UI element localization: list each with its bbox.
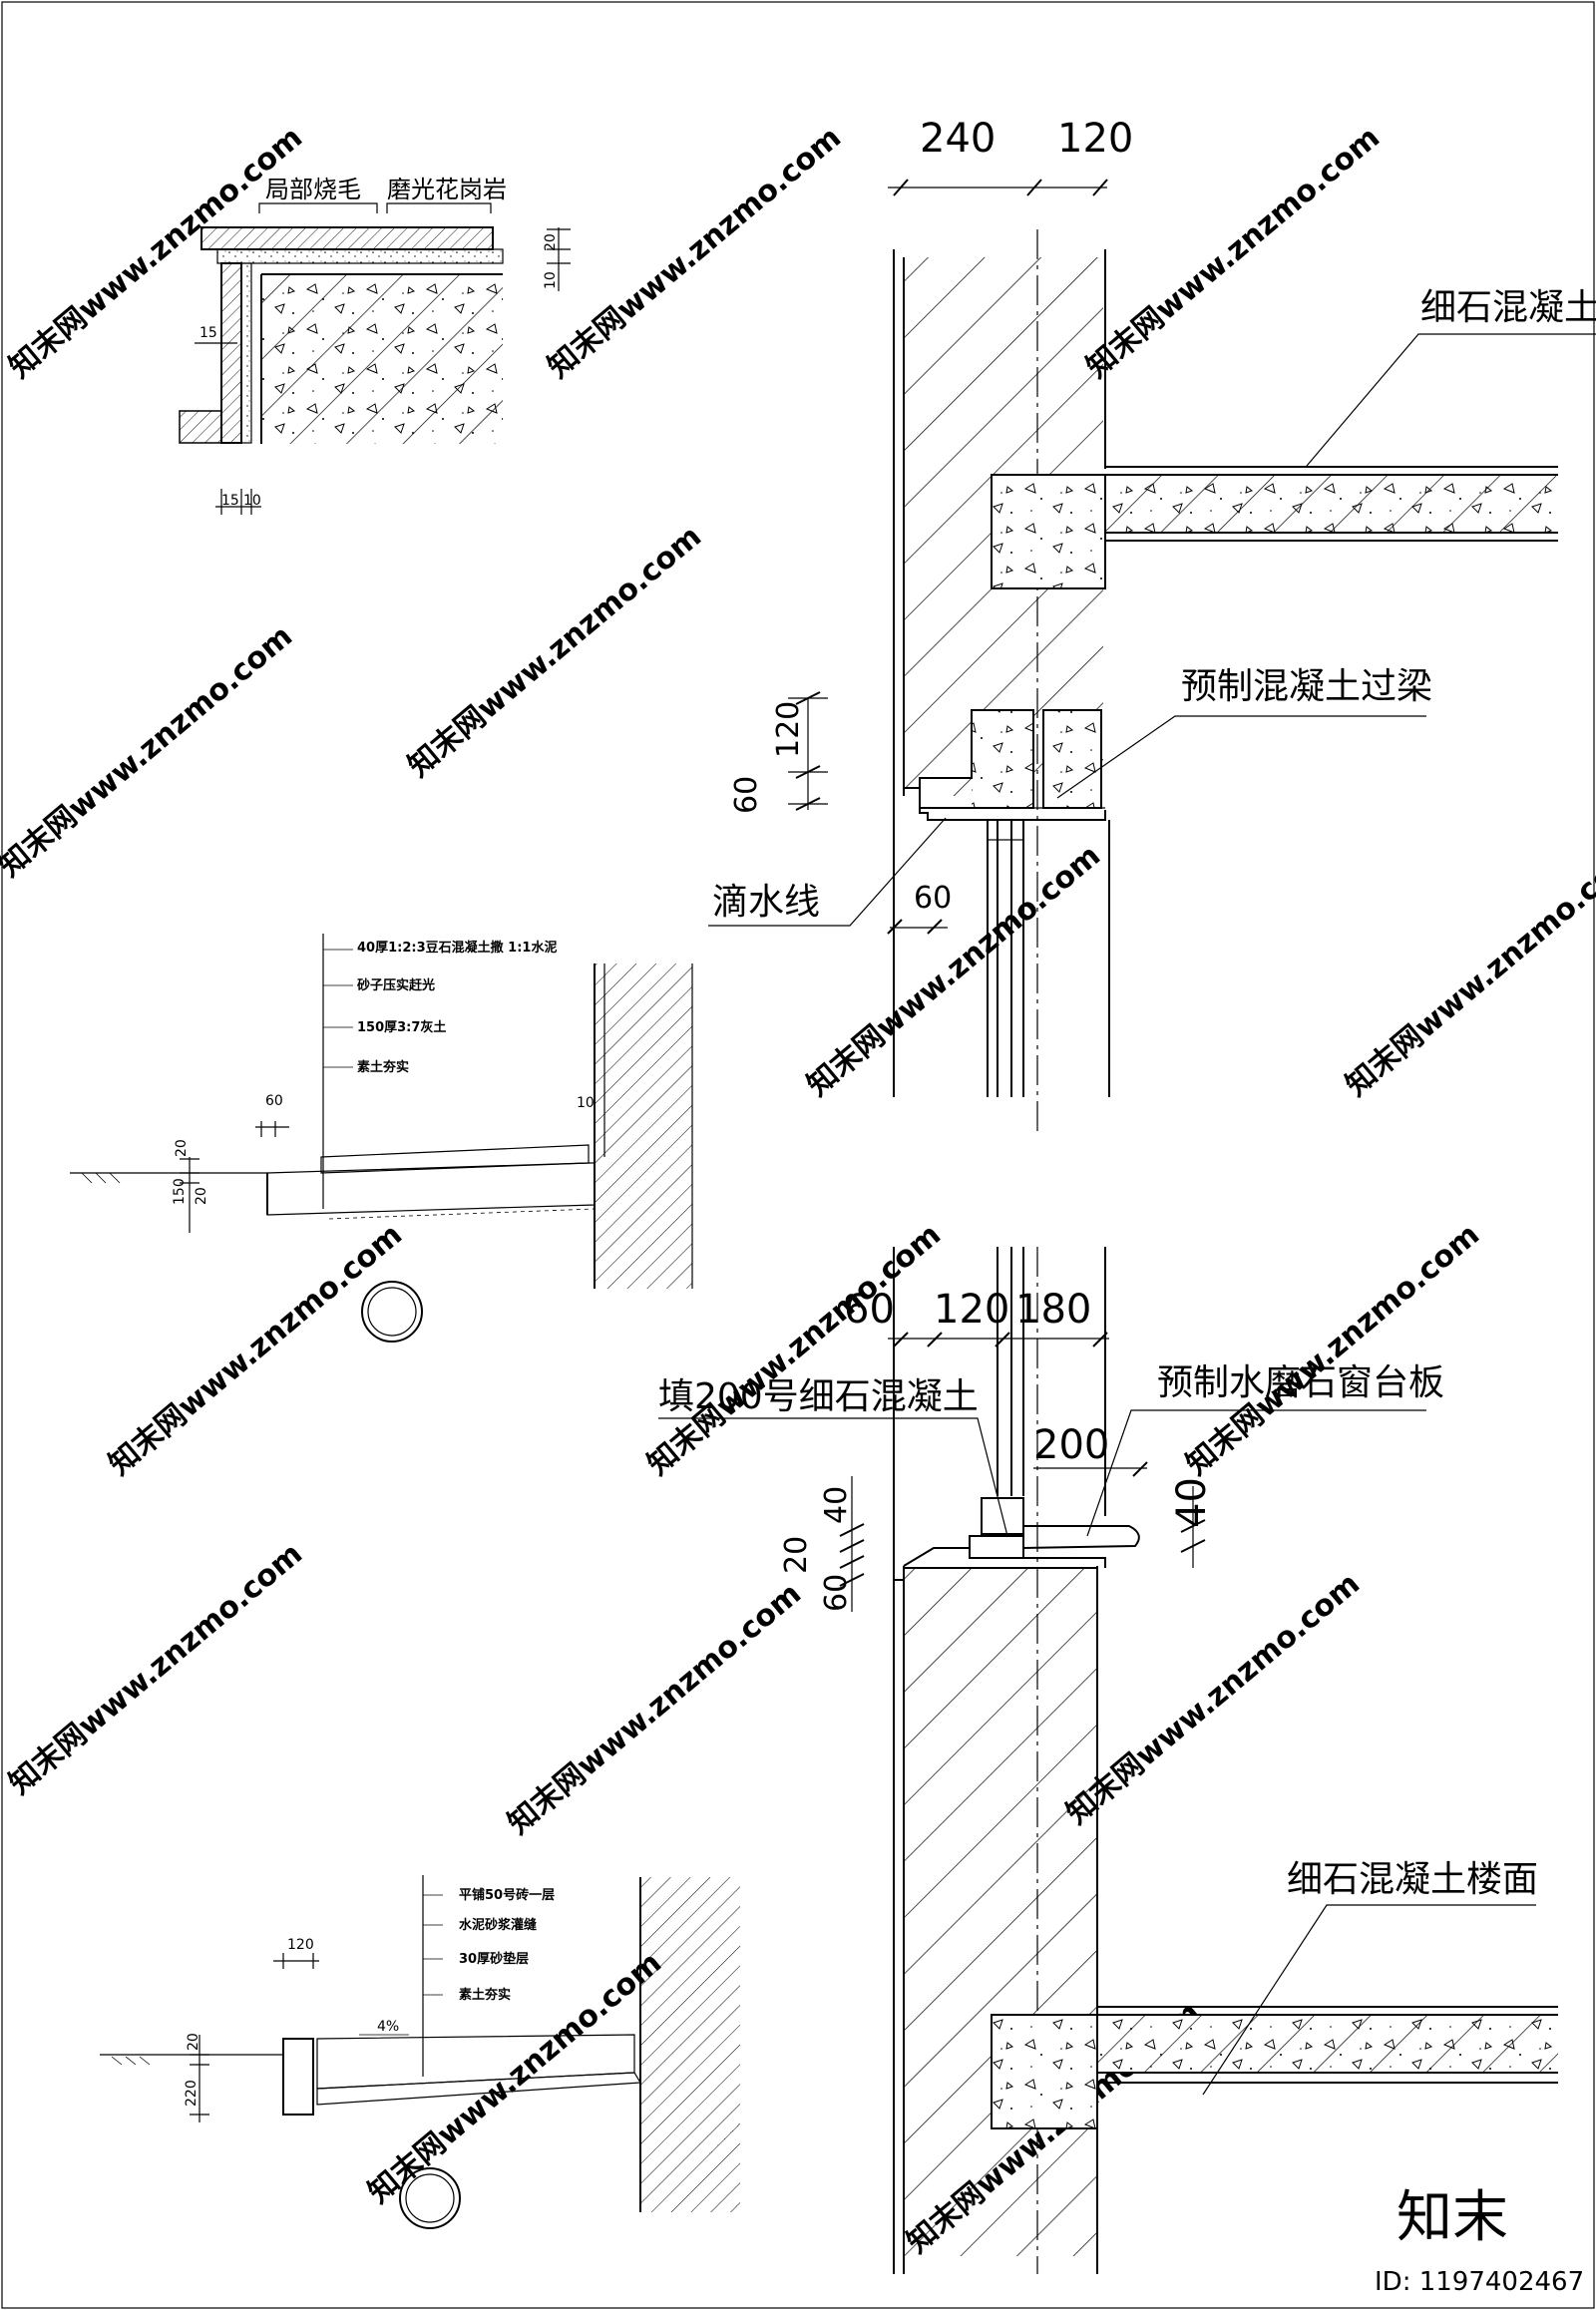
dim-60-left: 60	[819, 1574, 854, 1612]
label-precast-lintel: 预制混凝土过梁	[1181, 666, 1432, 707]
watermark-text: 知末网www.znzmo.com	[1060, 1566, 1367, 1831]
note-3: 30厚砂垫层	[459, 1951, 529, 1967]
detail-concrete-apron: 40厚1:2:3豆石混凝土撒 1:1水泥 砂子压实赶光 150厚3:7灰土 素土…	[70, 934, 693, 1343]
watermark-text: 知末网www.znzmo.com	[103, 1217, 409, 1482]
dim-15-left: 15	[200, 325, 217, 341]
label-local-flamed: 局部烧毛	[265, 176, 361, 203]
note-1: 平铺50号砖一层	[459, 1887, 555, 1903]
dim-20-left: 20	[779, 1536, 814, 1574]
watermark-text: 知末网www.znzmo.com	[3, 1536, 309, 1801]
detail-granite-coping: 局部烧毛 磨光花岗岩 20 10 15 15 10	[179, 176, 571, 515]
dim-120-brick: 120	[287, 1937, 314, 1953]
slope-4pct: 4%	[377, 2019, 399, 2035]
dim-40-right: 40	[1169, 1477, 1215, 1528]
dim-120-vertical: 120	[771, 701, 806, 758]
dim-20-apron: 20	[174, 1139, 190, 1157]
dim-20b-apron: 20	[194, 1187, 209, 1205]
dim-60-vertical: 60	[729, 776, 764, 814]
watermark-text: 知末网www.znzmo.com	[801, 838, 1107, 1103]
detail-brick-apron: 平铺50号砖一层 水泥砂浆灌缝 30厚砂垫层 素土夯实 120 4% 20 22…	[100, 1875, 740, 2229]
brand-logo: 知末	[1396, 2185, 1508, 2250]
dim-10-bottom: 10	[243, 493, 261, 509]
note-2: 水泥砂浆灌缝	[459, 1917, 537, 1933]
dim-150-apron: 150	[172, 1178, 188, 1205]
dim-60-drip: 60	[914, 881, 952, 916]
dim-20-top: 20	[543, 233, 559, 251]
dim-15-bottom: 15	[221, 493, 239, 509]
dim-10-apron: 10	[577, 1095, 595, 1111]
watermark-text: 知末网www.znzmo.com	[542, 120, 848, 385]
watermark-text: 知末网www.znzmo.com	[502, 1576, 808, 1841]
dim-120-top: 120	[1057, 116, 1133, 162]
dim-220-brick: 220	[184, 2080, 200, 2107]
dim-180-sill: 180	[1015, 1287, 1091, 1333]
label-fill-concrete: 填200号细石混凝土	[658, 1376, 979, 1417]
note-3: 150厚3:7灰土	[357, 1019, 446, 1035]
dim-200-sill: 200	[1033, 1422, 1109, 1468]
section-window-sill: 60 120 180 填200号细石混凝土 预制水磨石窗台板 200 40 40…	[658, 1247, 1558, 2274]
dim-60-sill: 60	[844, 1287, 895, 1333]
dim-240: 240	[920, 116, 996, 162]
image-id: ID: 1197402467	[1375, 2267, 1584, 2297]
dim-10-top: 10	[543, 271, 559, 289]
watermark-text: 知末网www.znzmo.com	[1180, 1217, 1486, 1482]
section-lintel: 240 120	[708, 116, 1596, 1137]
dim-120-sill: 120	[934, 1287, 1009, 1333]
section-marker-circle	[361, 1281, 423, 1343]
watermark-text: 知末网www.znzmo.com	[1340, 838, 1596, 1103]
label-drip-line: 滴水线	[712, 882, 820, 923]
note-2: 砂子压实赶光	[356, 977, 435, 993]
dim-40-left: 40	[819, 1486, 854, 1524]
dim-20-brick: 20	[186, 2033, 201, 2051]
note-1: 40厚1:2:3豆石混凝土撒 1:1水泥	[357, 940, 557, 956]
dim-60-apron: 60	[265, 1093, 283, 1109]
label-precast-sill: 预制水磨石窗台板	[1157, 1362, 1444, 1403]
note-4: 素土夯实	[459, 1987, 511, 2003]
label-fine-stone-floor: 细石混凝土楼面	[1287, 1859, 1538, 1900]
section-marker-circle	[399, 2167, 461, 2229]
label-fine-stone-concrete: 细石混凝土	[1420, 287, 1596, 328]
watermark-text: 知末网www.znzmo.com	[0, 618, 299, 884]
watermark-text: 知末网www.znzmo.com	[362, 1945, 668, 2210]
watermark-text: 知末网www.znzmo.com	[402, 519, 708, 784]
note-4: 素土夯实	[357, 1059, 409, 1075]
label-polished-granite: 磨光花岗岩	[387, 176, 507, 203]
